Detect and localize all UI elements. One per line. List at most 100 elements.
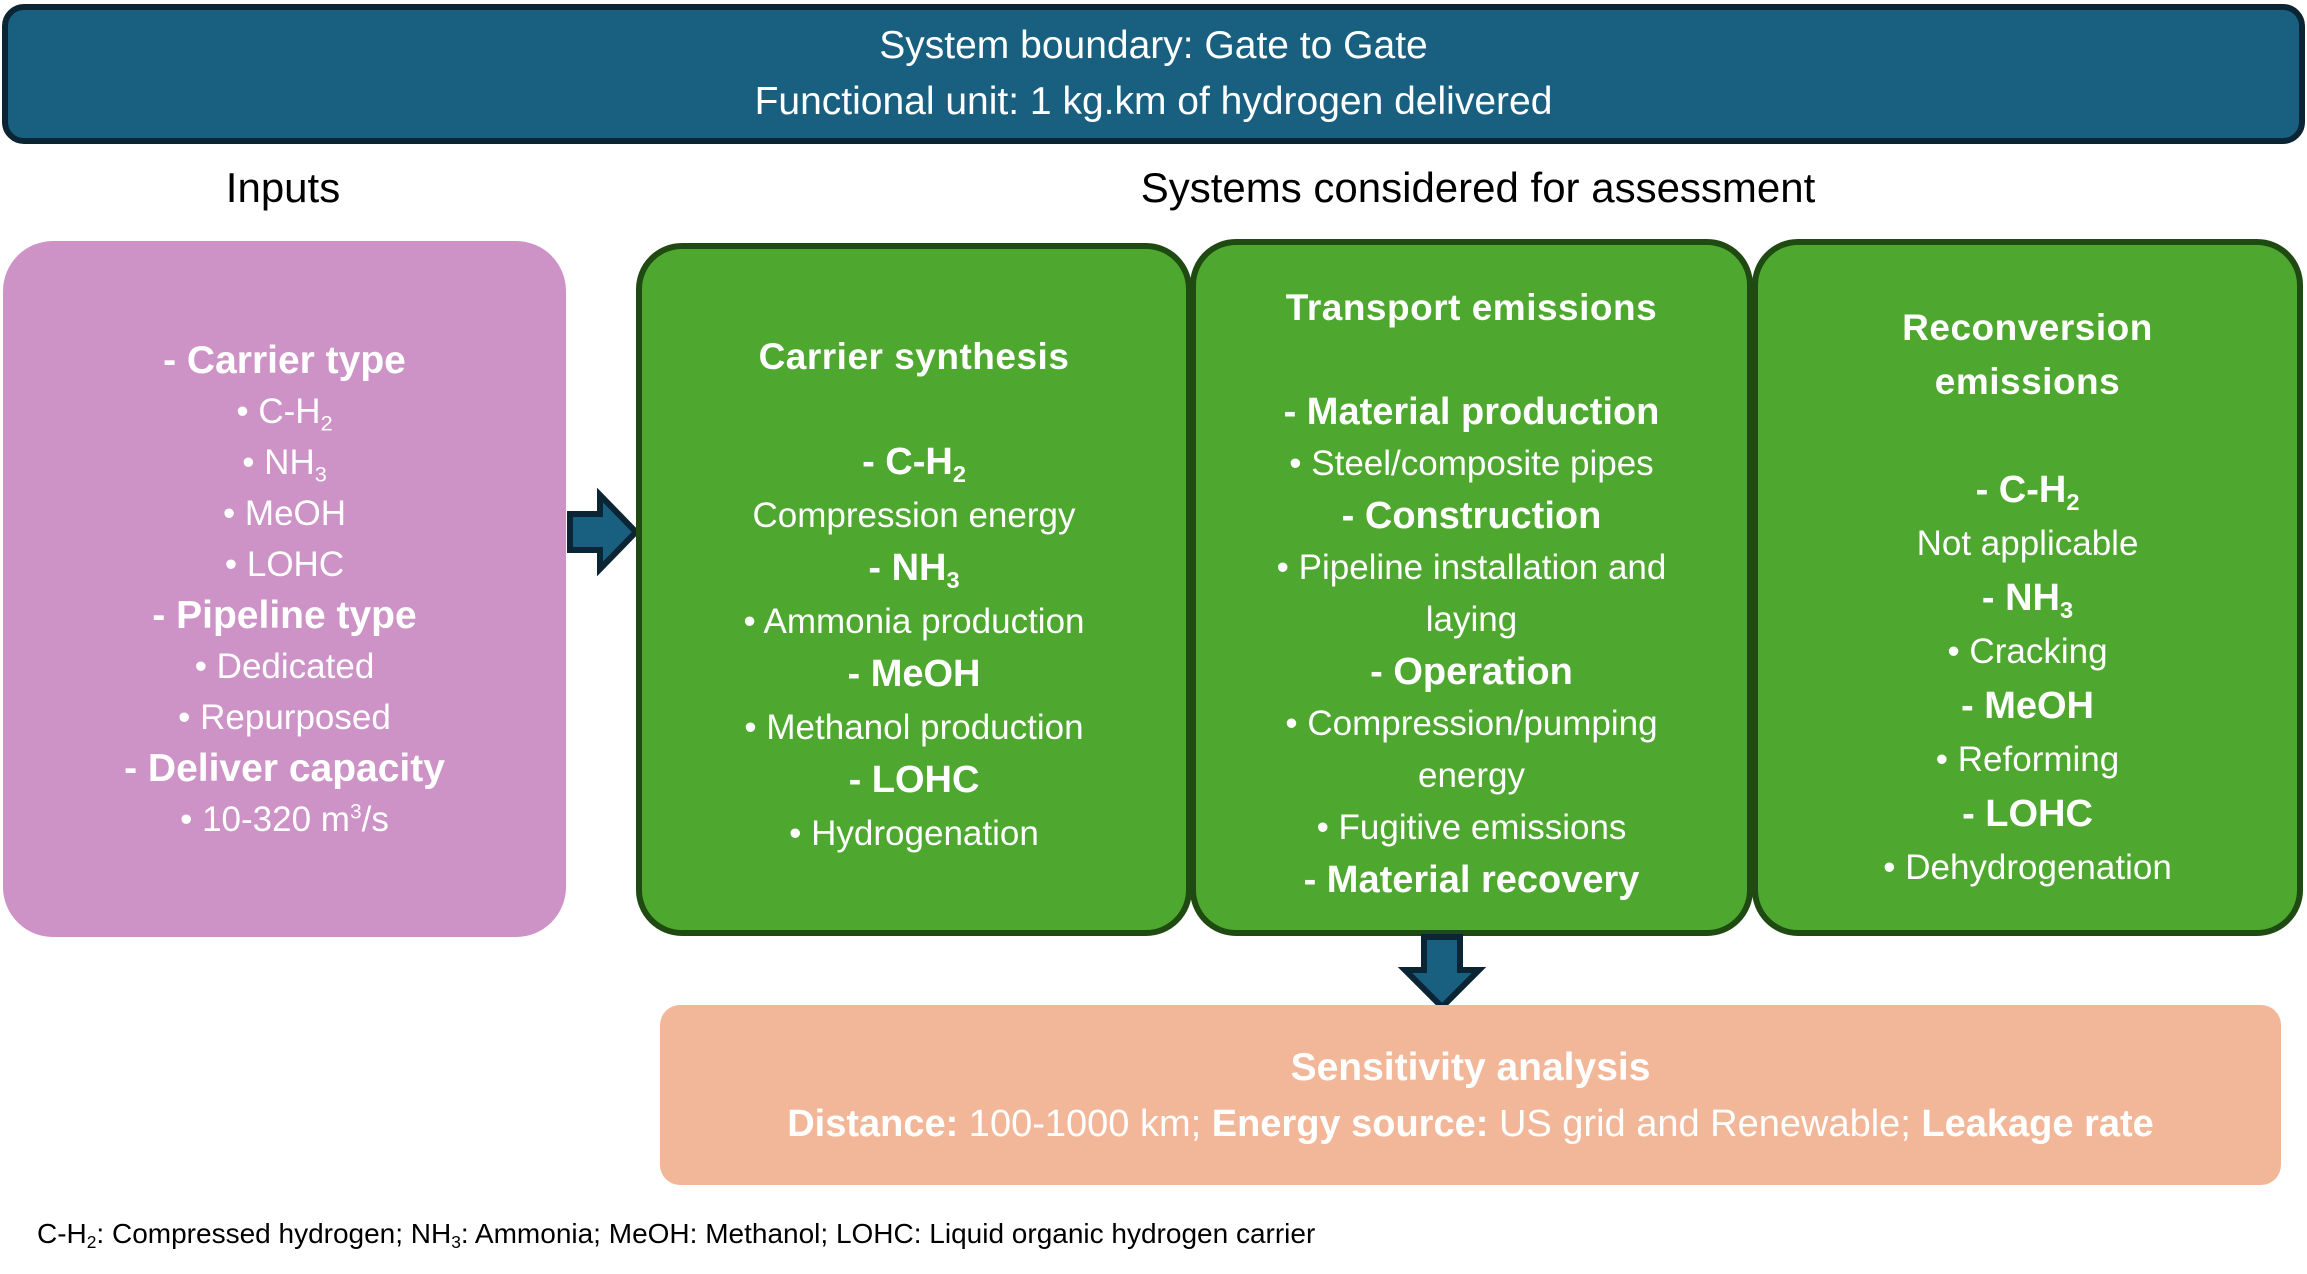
- list-item: Not applicable: [1917, 517, 2139, 571]
- line-text: • Dedicated: [194, 647, 375, 686]
- line-text: - Material recovery: [1303, 859, 1640, 901]
- list-heading: - Carrier type: [163, 335, 406, 386]
- list-item: • Methanol production: [744, 701, 1083, 754]
- line-text: energy: [1417, 756, 1526, 795]
- line-text: - LOHC: [1962, 793, 2093, 835]
- line-text: • Ammonia production: [743, 602, 1085, 641]
- list-heading: - MeOH: [1961, 679, 2094, 733]
- energy-source-value: US grid and Renewable;: [1488, 1103, 1922, 1145]
- list-heading: - Material production: [1284, 386, 1660, 438]
- list-item: • Hydrogenation: [789, 807, 1039, 860]
- line-text: - C-H: [862, 441, 953, 483]
- line-text: • Hydrogenation: [789, 814, 1039, 853]
- list-item: Compression energy: [753, 489, 1076, 542]
- subscript: 3: [946, 567, 960, 594]
- list-heading: - Pipeline type: [152, 590, 416, 641]
- distance-value: 100-1000 km;: [958, 1103, 1212, 1145]
- line-text: - Operation: [1370, 651, 1573, 693]
- line-text: - NH: [1981, 577, 2060, 619]
- list-heading: - Construction: [1342, 490, 1602, 542]
- transport-emissions-list: Transport emissions - Material production…: [1196, 282, 1747, 906]
- line-text: • Cracking: [1947, 632, 2108, 671]
- line-text: - NH: [868, 547, 947, 589]
- line-text: • Fugitive emissions: [1316, 808, 1627, 847]
- line-text: - Pipeline type: [152, 594, 417, 637]
- leakage-rate-label: Leakage rate: [1921, 1103, 2154, 1145]
- list-item: • Steel/composite pipes: [1289, 438, 1653, 490]
- subscript: 3: [314, 461, 327, 487]
- list-item: • Fugitive emissions: [1317, 802, 1627, 854]
- line-text: - MeOH: [847, 653, 981, 695]
- list-heading: - NH3: [1982, 571, 2073, 625]
- subscript: 3: [2060, 597, 2074, 624]
- list-heading: - MeOH: [848, 648, 981, 701]
- line-text: - C-H: [1975, 469, 2067, 511]
- line-text: - MeOH: [1961, 685, 2094, 727]
- sensitivity-analysis-box: Sensitivity analysis Distance: 100-1000 …: [660, 1005, 2281, 1185]
- list-heading: - Deliver capacity: [124, 743, 445, 794]
- subscript: 2: [952, 461, 966, 488]
- subscript: 2: [320, 410, 333, 436]
- functional-unit-text: Functional unit: 1 kg.km of hydrogen del…: [754, 80, 1553, 123]
- list-item: • NH3: [242, 437, 327, 488]
- list-item: • C-H2: [236, 386, 332, 437]
- line-text: • MeOH: [222, 494, 347, 533]
- subscript: 2: [2066, 489, 2080, 516]
- list-heading: - LOHC: [1962, 787, 2093, 841]
- inputs-box: - Carrier type• C-H2• NH3• MeOH• LOHC- P…: [3, 241, 566, 937]
- line-text: laying: [1425, 600, 1518, 639]
- box-title: Carrier synthesis: [759, 330, 1070, 383]
- right-arrow-icon: [567, 487, 641, 577]
- line-text: • Repurposed: [178, 698, 391, 737]
- list-heading: - C-H2: [862, 436, 966, 489]
- subscript: 2: [86, 1232, 97, 1253]
- box-title: Reconversion: [1902, 301, 2153, 355]
- list-item: • Repurposed: [178, 692, 391, 743]
- line-text: • Steel/composite pipes: [1289, 444, 1654, 483]
- line-text: • Reforming: [1935, 740, 2120, 779]
- abbreviations-footnote: C-H2: Compressed hydrogen; NH3: Ammonia;…: [37, 1218, 1315, 1253]
- list-item: • LOHC: [225, 539, 344, 590]
- list-item: • Dedicated: [195, 641, 375, 692]
- list-item: • Compression/pumping: [1285, 698, 1657, 750]
- line-text: • Methanol production: [744, 708, 1084, 747]
- list-heading: - LOHC: [849, 754, 980, 807]
- list-heading: - NH3: [868, 542, 959, 595]
- inputs-heading: Inputs: [225, 164, 341, 211]
- transport-emissions-box: Transport emissions - Material production…: [1190, 239, 1753, 936]
- list-item: • Ammonia production: [743, 595, 1084, 648]
- line-text: - Construction: [1341, 495, 1602, 537]
- line-text: Compression energy: [752, 496, 1076, 535]
- list-heading: - Material recovery: [1304, 854, 1640, 906]
- list-item: • 10-320 m3/s: [180, 794, 389, 845]
- superscript: 3: [349, 800, 362, 824]
- inputs-list: - Carrier type• C-H2• NH3• MeOH• LOHC- P…: [3, 335, 566, 845]
- list-item: • Pipeline installation and: [1277, 542, 1667, 594]
- line-text: C-H: [37, 1218, 87, 1249]
- list-heading: - Operation: [1370, 646, 1573, 698]
- list-item: • Dehydrogenation: [1883, 841, 2172, 895]
- line-text: - LOHC: [848, 759, 980, 801]
- box-title: emissions: [1935, 355, 2120, 409]
- line-text: emissions: [1934, 361, 2121, 402]
- line-text: • LOHC: [224, 545, 345, 584]
- line-text: Transport emissions: [1285, 287, 1658, 328]
- system-boundary-banner: System boundary: Gate to Gate Functional…: [2, 4, 2305, 144]
- subscript: 3: [451, 1232, 461, 1253]
- line-text: - Carrier type: [163, 339, 406, 382]
- line-text-suffix: /s: [361, 800, 389, 839]
- line-text: Not applicable: [1916, 524, 2139, 563]
- line-text: - Material production: [1283, 391, 1660, 433]
- system-boundary-text: System boundary: Gate to Gate: [879, 24, 1428, 67]
- distance-label: Distance:: [787, 1103, 959, 1145]
- sensitivity-title: Sensitivity analysis: [1290, 1046, 1651, 1089]
- systems-heading: Systems considered for assessment: [1140, 164, 1816, 211]
- sensitivity-parameters: Distance: 100-1000 km; Energy source: US…: [787, 1096, 2154, 1152]
- line-text: • 10-320 m: [180, 800, 350, 839]
- list-item: • Cracking: [1947, 625, 2107, 679]
- line-text: : Compressed hydrogen; NH: [96, 1218, 452, 1249]
- line-text: • NH: [242, 443, 315, 482]
